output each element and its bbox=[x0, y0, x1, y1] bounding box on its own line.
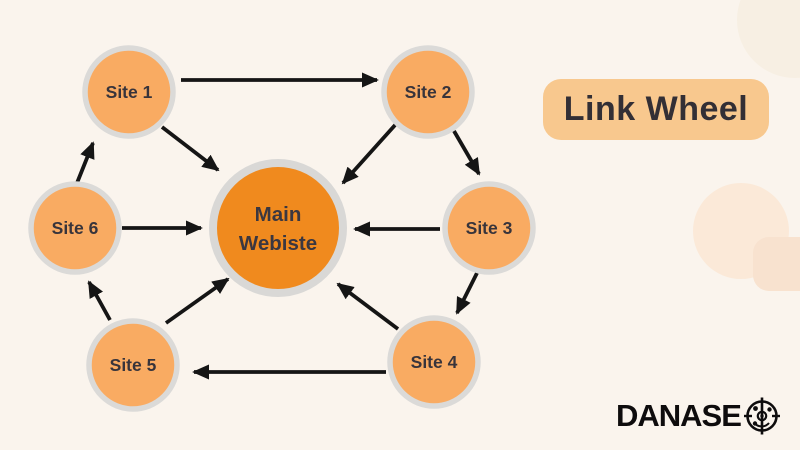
site-3-circle bbox=[442, 181, 536, 275]
spoke-arrows bbox=[122, 122, 440, 331]
arrow-site3-to-site4 bbox=[455, 272, 479, 315]
arrow-site5-to-main bbox=[164, 277, 230, 325]
node-site-6: Site 6 bbox=[28, 181, 122, 275]
site-5-label: Site 5 bbox=[110, 355, 157, 375]
title-badge: Link Wheel bbox=[543, 79, 769, 140]
node-site-1: Site 1 bbox=[82, 45, 176, 139]
site-6-circle bbox=[28, 181, 122, 275]
crosshair-target-icon bbox=[743, 397, 780, 435]
node-site-5: Site 5 bbox=[86, 318, 180, 412]
site-6-label: Site 6 bbox=[52, 218, 99, 238]
node-site-4: Site 4 bbox=[387, 315, 481, 409]
site-4-circle bbox=[387, 315, 481, 409]
node-main-website: Main Webiste bbox=[209, 159, 347, 297]
outer-ring-arrows bbox=[75, 72, 481, 380]
arrow-site2-to-main bbox=[341, 122, 398, 185]
brand-logo: DANASE bbox=[616, 396, 781, 436]
site-2-label: Site 2 bbox=[405, 82, 452, 102]
arrow-site5-to-site6 bbox=[87, 280, 112, 321]
node-site-3: Site 3 bbox=[442, 181, 536, 275]
arrow-site6-to-site1 bbox=[75, 141, 95, 184]
site-5-circle bbox=[86, 318, 180, 412]
site-4-label: Site 4 bbox=[411, 352, 458, 372]
arrow-site4-to-main bbox=[336, 282, 400, 331]
site-3-label: Site 3 bbox=[466, 218, 513, 238]
brand-logo-text: DANASE bbox=[616, 398, 742, 433]
main-website-label-line2: Webiste bbox=[239, 232, 317, 255]
site-1-circle bbox=[82, 45, 176, 139]
arrow-site1-to-main bbox=[160, 125, 220, 172]
site-2-circle bbox=[381, 45, 475, 139]
node-site-2: Site 2 bbox=[381, 45, 475, 139]
main-website-label-line1: Main bbox=[255, 203, 302, 226]
title-badge-label: Link Wheel bbox=[563, 90, 749, 128]
site-1-label: Site 1 bbox=[106, 82, 153, 102]
arrow-site2-to-site3 bbox=[452, 130, 481, 176]
main-website-circle bbox=[209, 159, 347, 297]
